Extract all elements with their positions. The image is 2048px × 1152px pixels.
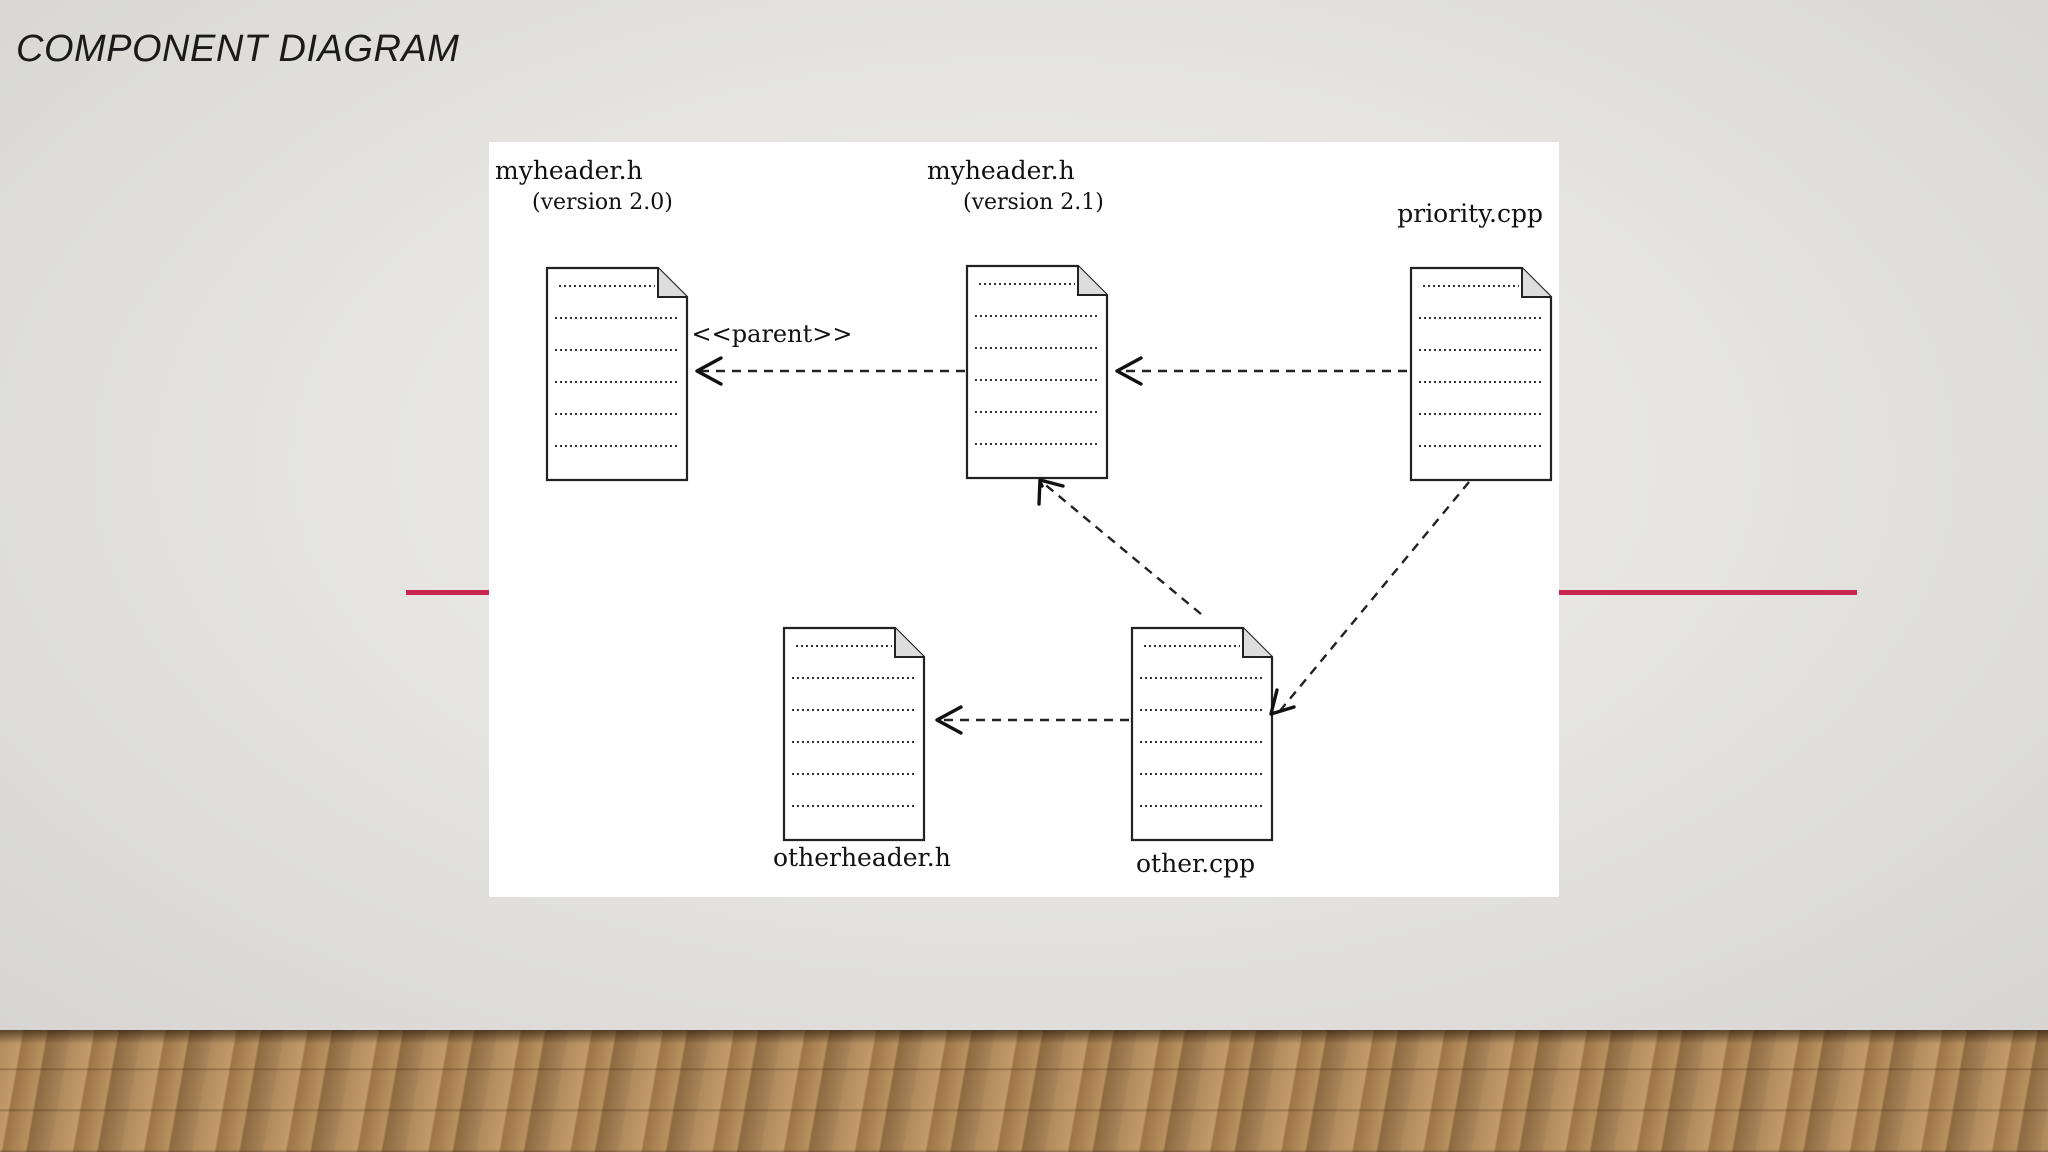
diagram-canvas: myheader.h (version 2.0) myheader.h (ver… — [495, 156, 1553, 878]
label-myheader-v20-name: myheader.h — [495, 156, 643, 185]
arrowhead-myheader-v20 — [695, 356, 723, 386]
component-other-cpp — [1130, 626, 1274, 842]
arrowhead-myheader-v21 — [1115, 356, 1143, 386]
component-diagram: myheader.h (version 2.0) myheader.h (ver… — [489, 142, 1559, 897]
wood-floor-planks — [0, 1030, 2048, 1152]
arrowhead-other-cpp — [1269, 688, 1296, 716]
component-otherheader-h — [782, 626, 926, 842]
accent-line-right — [1558, 590, 1857, 595]
label-parent-stereotype: <<parent>> — [692, 320, 853, 348]
label-myheader-v21-version: (version 2.1) — [963, 190, 1104, 215]
wood-floor — [0, 1030, 2048, 1152]
label-myheader-v21-name: myheader.h — [927, 156, 1075, 185]
label-otherheader-h: otherheader.h — [773, 843, 951, 872]
label-myheader-v20-version: (version 2.0) — [532, 190, 673, 215]
arrowhead-myheader-v21-bottom — [1037, 478, 1065, 506]
component-priority-cpp — [1409, 266, 1553, 482]
component-myheader-v21 — [965, 264, 1109, 480]
label-priority-cpp: priority.cpp — [1397, 199, 1543, 228]
slide-title: COMPONENT DIAGRAM — [16, 28, 460, 70]
dependency-arrow-other-to-myheader — [1041, 481, 1202, 615]
dependency-arrow-priority-to-other — [1278, 481, 1470, 713]
label-other-cpp: other.cpp — [1136, 849, 1255, 878]
accent-line-left — [406, 590, 490, 595]
component-myheader-v20 — [545, 266, 689, 482]
arrowhead-otherheader-h — [935, 705, 963, 735]
